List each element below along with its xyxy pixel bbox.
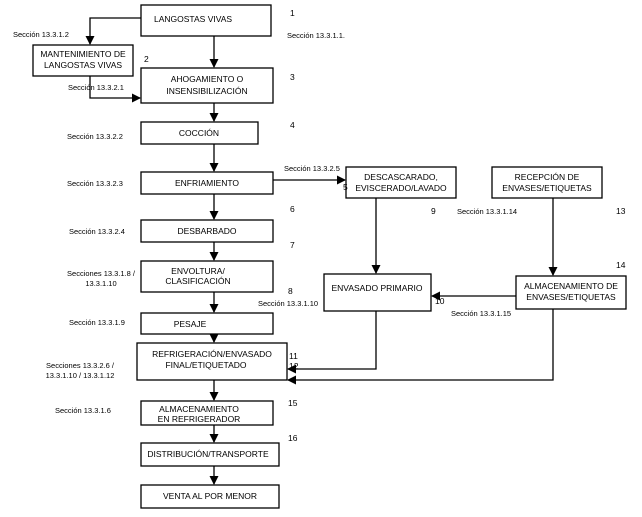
box-coccion-label: COCCIÓN <box>179 128 219 138</box>
box-almacenamiento-envases-line2: ENVASES/ETIQUETAS <box>526 292 616 302</box>
box-descascarado: DESCASCARADO, EVISCERADO/LAVADO <box>345 166 457 199</box>
step-number-3: 3 <box>290 72 295 82</box>
box-descascarado-line2: EVISCERADO/LAVADO <box>355 183 447 193</box>
box-refrigeracion-line1: REFRIGERACIÓN/ENVASADO <box>152 349 272 359</box>
section-references: Sección 13.3.1.1. Sección 13.3.1.2 Secci… <box>13 30 517 415</box>
ref-13-3-1-8-line2: 13.3.1.10 <box>85 279 116 288</box>
box-envasado-primario-label: ENVASADO PRIMARIO <box>332 283 423 293</box>
box-langostas-vivas: LANGOSTAS VIVAS <box>140 4 272 37</box>
box-almacenamiento-refrigerador-line2: EN REFRIGERADOR <box>158 414 241 424</box>
box-recepcion-line1: RECEPCIÓN DE <box>515 172 580 182</box>
ref-13-3-1-6: Sección 13.3.1.6 <box>55 406 111 415</box>
box-descascarado-line1: DESCASCARADO, <box>364 172 438 182</box>
box-ahogamiento-line1: AHOGAMIENTO O <box>171 74 244 84</box>
step-number-2: 2 <box>144 54 149 64</box>
ref-13-3-2-5: Sección 13.3.2.5 <box>284 164 340 173</box>
ref-13-3-2-1: Sección 13.3.2.1 <box>68 83 124 92</box>
arrow-envasado-to-refrigeracion <box>287 311 377 374</box>
step-number-9: 9 <box>431 206 436 216</box>
ref-13-3-2-6-line2: 13.3.1.10 / 13.3.1.12 <box>46 371 115 380</box>
ref-13-3-1-15: Sección 13.3.1.15 <box>451 309 511 318</box>
step-number-4: 4 <box>290 120 295 130</box>
step-number-16: 16 <box>288 433 298 443</box>
box-coccion: COCCIÓN <box>140 121 259 145</box>
arrow-mantenimiento-to-ahogamiento <box>89 76 141 103</box>
step-number-8: 8 <box>288 286 293 296</box>
step-number-15: 15 <box>288 398 298 408</box>
box-pesaje: PESAJE <box>140 312 274 335</box>
step-number-6: 6 <box>290 204 295 214</box>
ref-13-3-2-6-line1: Secciones 13.3.2.6 / <box>46 361 115 370</box>
step-number-5: 5 <box>343 182 348 192</box>
box-recepcion-line2: ENVASES/ETIQUETAS <box>502 183 592 193</box>
box-almacenamiento-envases: ALMACENAMIENTO DE ENVASES/ETIQUETAS <box>515 275 627 310</box>
step-number-13: 13 <box>616 206 626 216</box>
box-pesaje-label: PESAJE <box>174 319 207 329</box>
arrow-langostas-to-mantenimiento <box>85 17 141 45</box>
box-refrigeracion-line2: FINAL/ETIQUETADO <box>165 360 246 370</box>
ref-13-3-1-2: Sección 13.3.1.2 <box>13 30 69 39</box>
box-distribucion-label: DISTRIBUCIÓN/TRANSPORTE <box>147 449 269 459</box>
ref-13-3-2-3: Sección 13.3.2.3 <box>67 179 123 188</box>
box-langostas-vivas-label: LANGOSTAS VIVAS <box>154 14 232 24</box>
connectors <box>85 17 558 485</box>
ref-13-3-2-4: Sección 13.3.2.4 <box>69 227 125 236</box>
ref-13-3-1-14: Sección 13.3.1.14 <box>457 207 517 216</box>
step-number-12: 12 <box>289 361 299 371</box>
box-enfriamiento-label: ENFRIAMIENTO <box>175 178 239 188</box>
ref-13-3-1-8-line1: Secciones 13.3.1.8 / <box>67 269 136 278</box>
step-number-14: 14 <box>616 260 626 270</box>
box-enfriamiento: ENFRIAMIENTO <box>140 171 274 195</box>
step-number-11: 11 <box>289 351 298 361</box>
box-ahogamiento-line2: INSENSIBILIZACIÓN <box>166 86 247 96</box>
box-almacenamiento-refrigerador-line1: ALMACENAMIENTO <box>159 404 239 414</box>
box-desbarbado-label: DESBARBADO <box>177 226 236 236</box>
box-envoltura: ENVOLTURA/ CLASIFICACIÓN <box>140 260 274 293</box>
box-envasado-primario: ENVASADO PRIMARIO <box>323 273 432 312</box>
box-desbarbado: DESBARBADO <box>140 219 274 243</box>
step-number-10: 10 <box>435 296 445 306</box>
box-mantenimiento-line1: MANTENIMIENTO DE <box>40 49 126 59</box>
step-number-1: 1 <box>290 8 295 18</box>
box-refrigeracion: REFRIGERACIÓN/ENVASADO FINAL/ETIQUETADO <box>136 342 288 381</box>
box-venta-label: VENTA AL POR MENOR <box>163 491 257 501</box>
box-ahogamiento: AHOGAMIENTO O INSENSIBILIZACIÓN <box>140 67 274 104</box>
ref-13-3-1-10: Sección 13.3.1.10 <box>258 299 318 308</box>
ref-13-3-2-2: Sección 13.3.2.2 <box>67 132 123 141</box>
step-number-7: 7 <box>290 240 295 250</box>
box-distribucion: DISTRIBUCIÓN/TRANSPORTE <box>140 442 280 467</box>
box-envoltura-line2: CLASIFICACIÓN <box>165 276 230 286</box>
box-mantenimiento: MANTENIMIENTO DE LANGOSTAS VIVAS <box>32 44 134 77</box>
box-almacenamiento-envases-line1: ALMACENAMIENTO DE <box>524 281 618 291</box>
box-mantenimiento-line2: LANGOSTAS VIVAS <box>44 60 122 70</box>
ref-13-3-1-1: Sección 13.3.1.1. <box>287 31 345 40</box>
box-recepcion: RECEPCIÓN DE ENVASES/ETIQUETAS <box>491 166 603 199</box>
box-envoltura-line1: ENVOLTURA/ <box>171 266 225 276</box>
ref-13-3-1-9: Sección 13.3.1.9 <box>69 318 125 327</box>
step-numbers: 1 2 3 4 5 6 7 8 9 10 11 12 13 14 15 16 <box>144 8 626 443</box>
arrow-almacenamiento-to-refrigeracion <box>287 309 554 385</box>
box-almacenamiento-refrigerador: ALMACENAMIENTO EN REFRIGERADOR <box>140 400 274 426</box>
box-venta: VENTA AL POR MENOR <box>140 484 280 509</box>
